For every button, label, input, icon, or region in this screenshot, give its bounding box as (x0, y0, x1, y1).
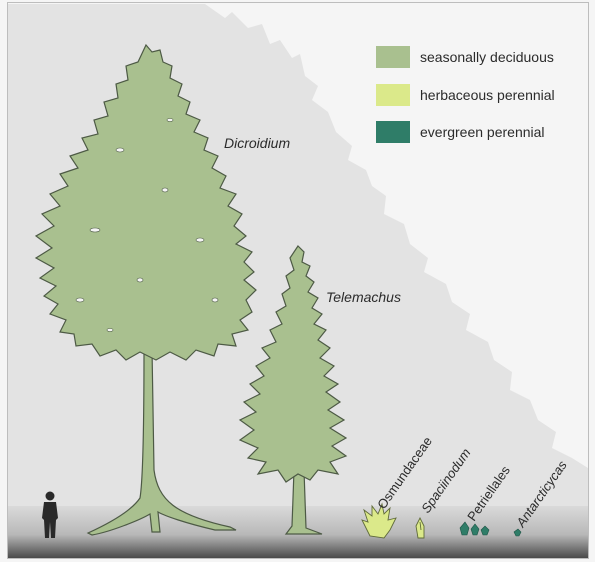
legend-swatch-evergreen-perennial (376, 121, 410, 143)
telemachus-tree (238, 245, 348, 535)
label-dicroidium: Dicroidium (224, 135, 290, 151)
spaciinodum-plant (415, 516, 425, 539)
dicroidium-canopy-gaps (75, 118, 219, 332)
dicroidium-tree (34, 43, 257, 536)
antarcticycas-plant (513, 528, 522, 537)
frame-border (7, 2, 589, 559)
telemachus-canopy (238, 245, 348, 483)
human-scale-figure (42, 491, 58, 538)
dicroidium-trunk (86, 347, 237, 536)
dicroidium-canopy (34, 43, 257, 361)
legend-swatch-seasonally-deciduous (376, 46, 410, 68)
legend-item-seasonally-deciduous: seasonally deciduous (376, 46, 554, 68)
osmundaceae-plant (361, 502, 397, 539)
legend: seasonally deciduous herbaceous perennia… (376, 46, 555, 143)
legend-label-seasonally-deciduous: seasonally deciduous (420, 49, 554, 65)
legend-item-evergreen-perennial: evergreen perennial (376, 121, 545, 143)
petriellales-plant (459, 521, 490, 536)
label-telemachus: Telemachus (326, 289, 401, 305)
legend-label-evergreen-perennial: evergreen perennial (420, 124, 545, 140)
legend-swatch-herbaceous-perennial (376, 84, 410, 106)
legend-item-herbaceous-perennial: herbaceous perennial (376, 84, 555, 106)
legend-label-herbaceous-perennial: herbaceous perennial (420, 87, 555, 103)
